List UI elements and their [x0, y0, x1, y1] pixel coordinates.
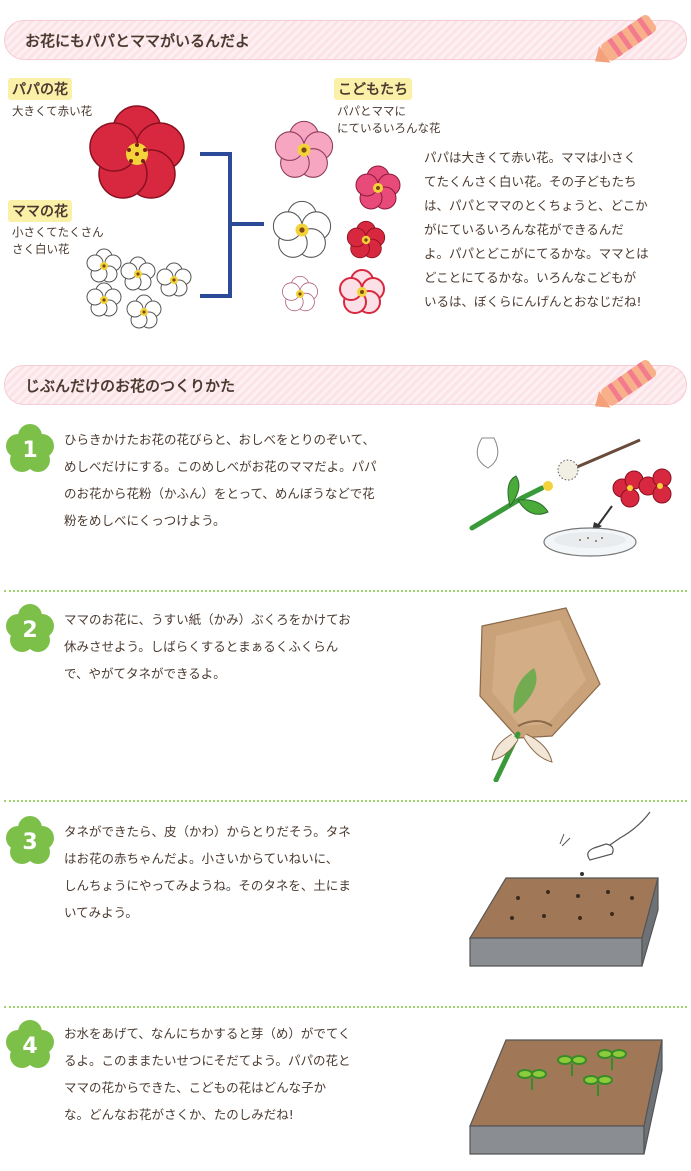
seed-sowing-illustration — [468, 811, 659, 967]
step-number: 4 — [22, 1034, 37, 1059]
step-divider — [4, 1006, 687, 1008]
step-2-badge: 2 — [6, 604, 54, 654]
step-4-badge: 4 — [6, 1020, 54, 1070]
kids-flowers-icon — [272, 120, 401, 314]
kids-flowers-label: こどもたち — [334, 78, 412, 100]
kids-flowers-desc: パパとママに にているいろんな花 — [337, 104, 441, 135]
paper-bag-flower-illustration — [479, 607, 601, 782]
step-4-text: お水をあげて、なんにちかすると芽（め）がでてく るよ。このままたいせつにそだてよ… — [64, 1026, 351, 1122]
sprouts-illustration — [469, 1039, 663, 1155]
papa-flower-label: パパの花 — [8, 78, 72, 100]
papa-red-flower-icon — [89, 105, 185, 199]
step-divider — [4, 800, 687, 802]
step-3-text: タネができたら、皮（かわ）からとりだそう。タネ はお花の赤ちゃんだよ。小さいから… — [64, 824, 351, 920]
pollination-illustration — [469, 437, 672, 557]
step-3-badge: 3 — [6, 816, 54, 866]
crayon-icon — [595, 359, 657, 408]
mama-flower-desc: 小さくてたくさん さく白い花 — [12, 225, 104, 256]
crayon-icon — [595, 14, 657, 63]
step-number: 3 — [22, 830, 37, 855]
bracket-line — [200, 152, 264, 298]
mama-flower-label: ママの花 — [8, 200, 72, 222]
step-1-badge: 1 — [6, 424, 54, 474]
section-banner-howto: じぶんだけのお花のつくりかた — [4, 359, 687, 408]
papa-flower-desc: 大きくて赤い花 — [12, 104, 93, 118]
section-banner-parents: お花にもパパとママがいるんだよ — [4, 14, 687, 63]
section-title: じぶんだけのお花のつくりかた — [25, 377, 236, 395]
step-divider — [4, 590, 687, 592]
step-number: 1 — [22, 438, 37, 463]
parents-explanation: パパは大きくて赤い花。ママは小さく てたくんさく白い花。その子どもたち は、パパ… — [424, 150, 649, 309]
section-title: お花にもパパとママがいるんだよ — [25, 32, 251, 50]
step-2-text: ママのお花に、うすい紙（かみ）ぶくろをかけてお 休みさせよう。しばらくするとまぁ… — [64, 612, 351, 681]
mama-white-flowers-icon — [86, 248, 192, 329]
step-1-text: ひらきかけたお花の花びらと、おしべをとりのぞいて、 めしべだけにする。このめしべ… — [64, 432, 377, 528]
step-number: 2 — [22, 618, 37, 643]
